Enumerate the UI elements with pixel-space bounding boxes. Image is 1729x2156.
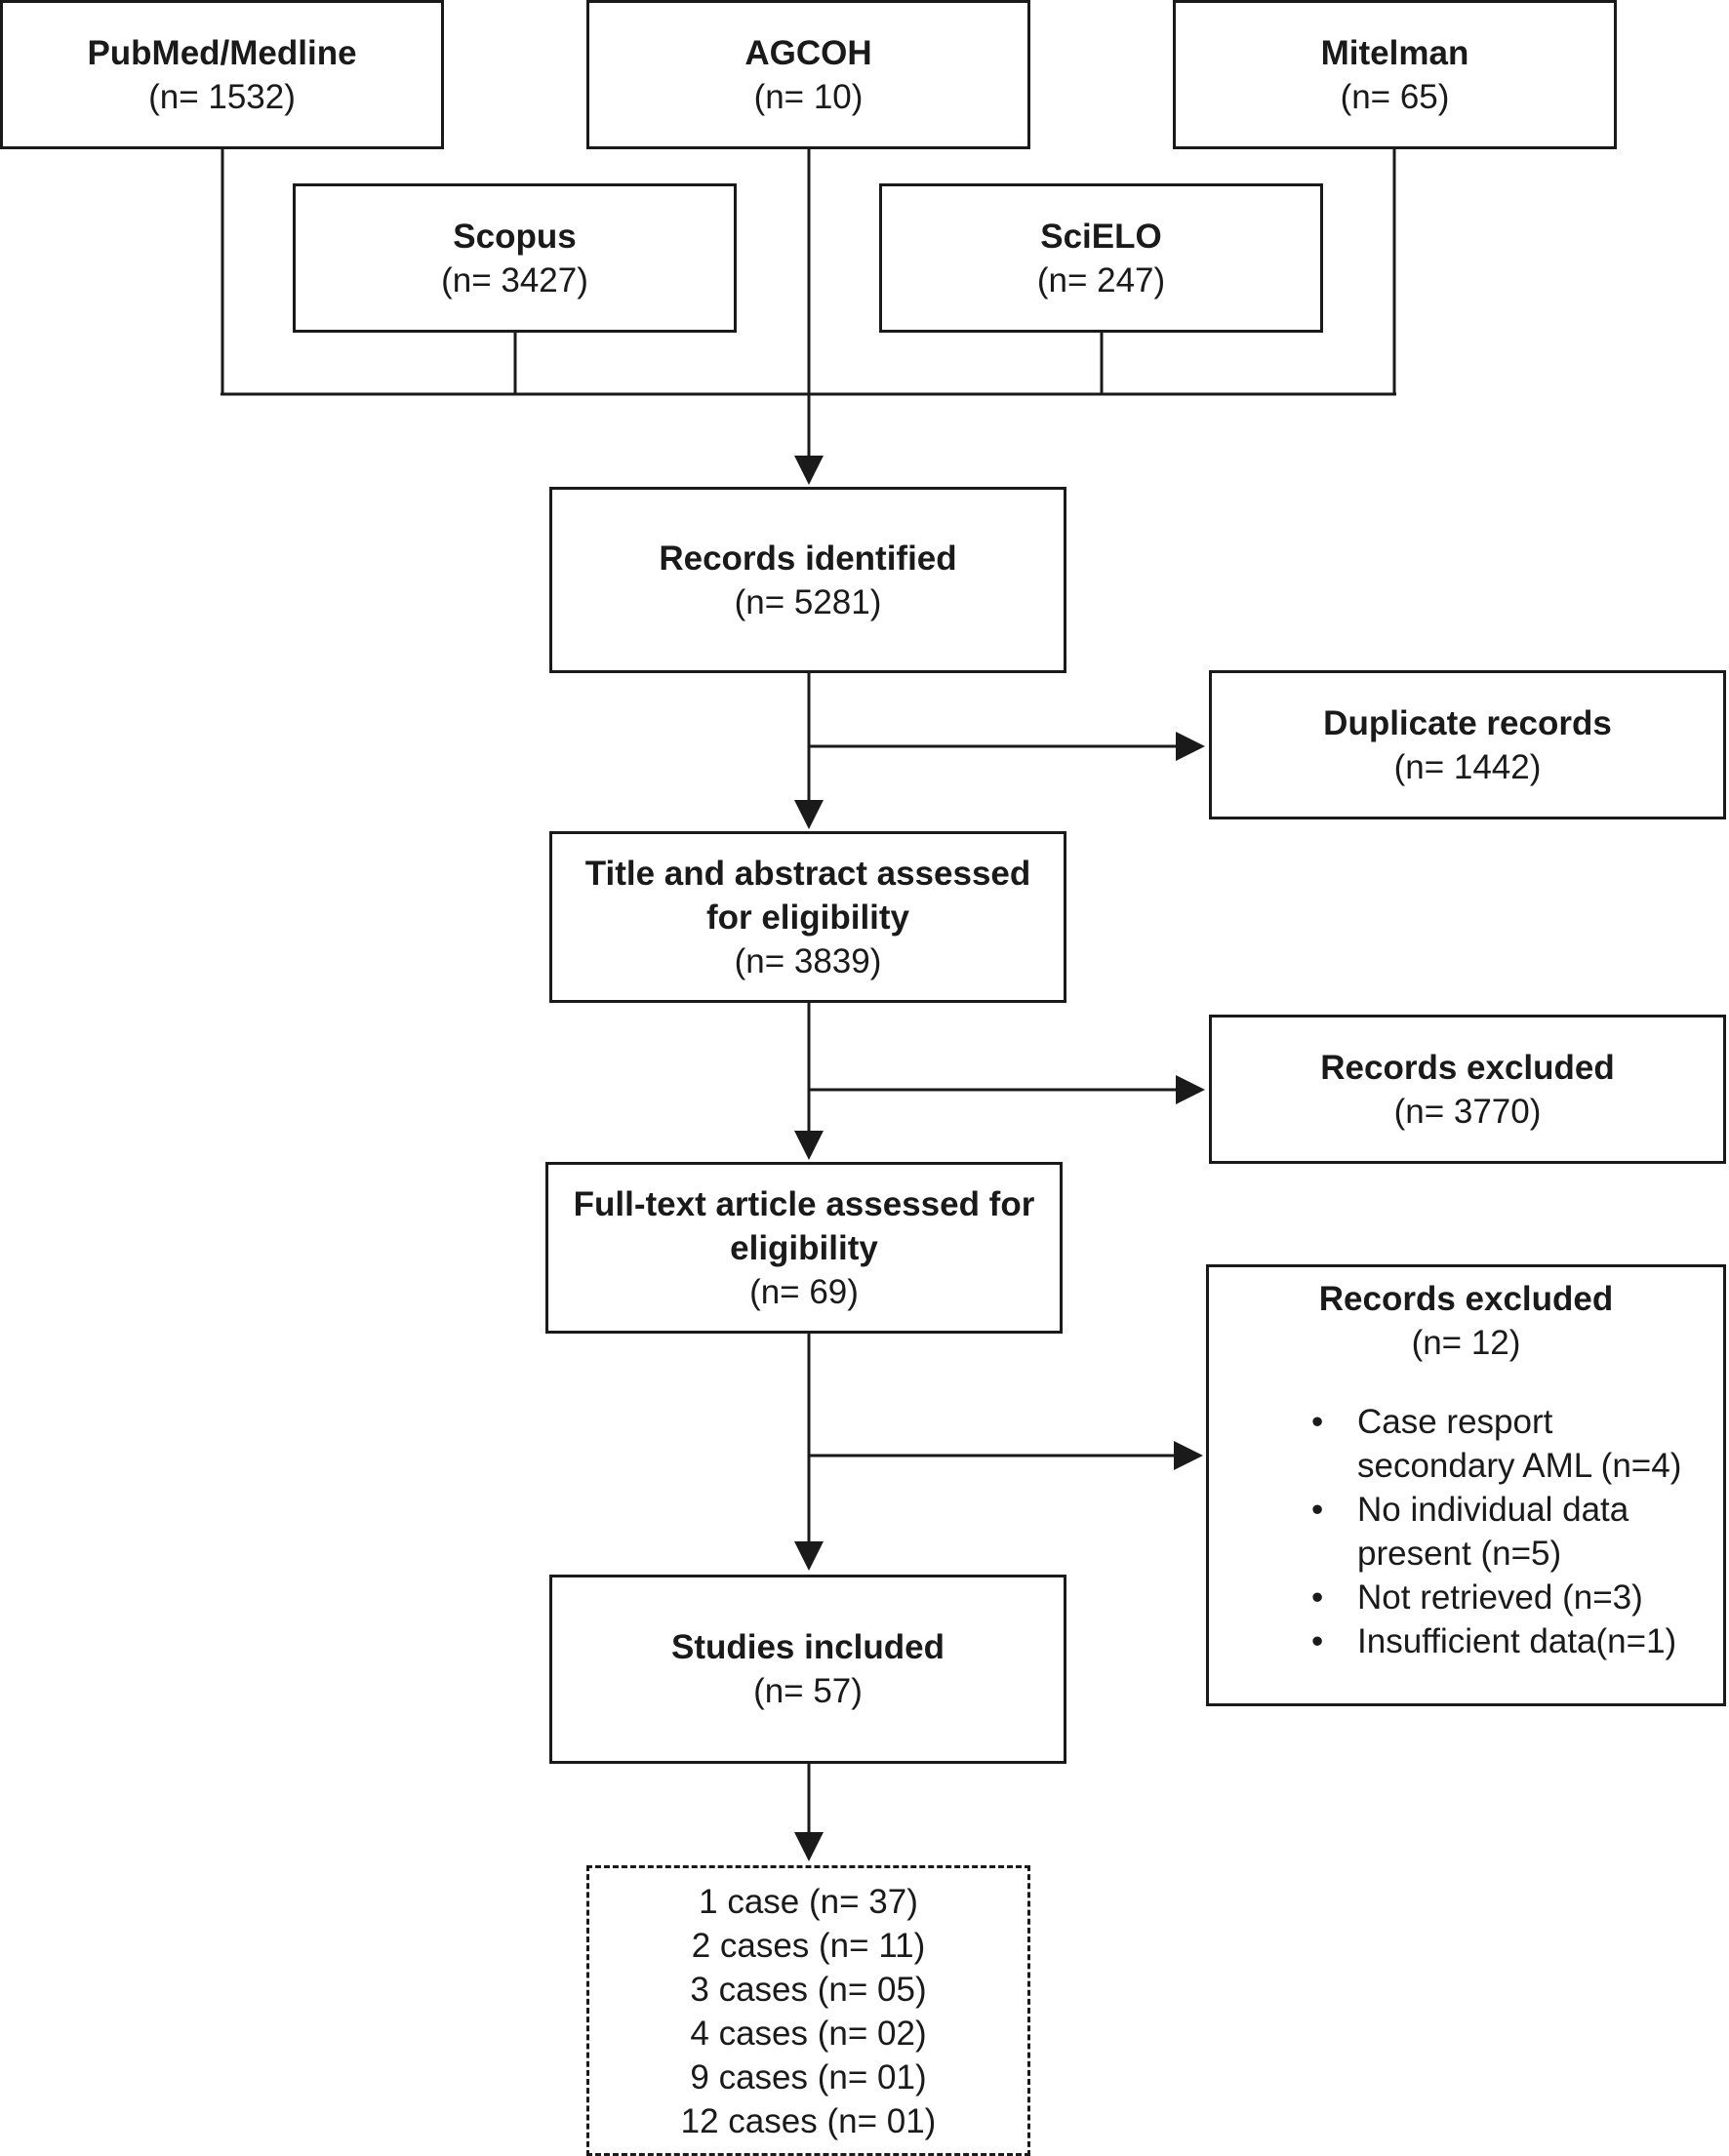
case-breakdown-item: 12 cases (n= 01) — [680, 2102, 937, 2140]
records-excluded-1-title: Records excluded — [1320, 1048, 1615, 1087]
title-abstract-title-line1: Title and abstract assessed — [584, 854, 1031, 893]
duplicate-records-count: (n= 1442) — [1393, 747, 1542, 786]
duplicate-records-box: Duplicate records (n= 1442) — [1209, 670, 1726, 819]
case-breakdown-item: 3 cases (n= 05) — [690, 1971, 927, 2009]
case-breakdown-item: 2 cases (n= 11) — [691, 1927, 926, 1965]
source-scopus-title: Scopus — [453, 217, 577, 256]
studies-included-box: Studies included (n= 57) — [549, 1575, 1066, 1764]
case-breakdown-item: 9 cases (n= 01) — [690, 2058, 927, 2096]
records-excluded-box-1: Records excluded (n= 3770) — [1209, 1015, 1726, 1164]
source-mitelman-title: Mitelman — [1320, 33, 1469, 72]
exclusion-reason: Not retrieved (n=3) — [1209, 1576, 1723, 1619]
full-text-title-line2: eligibility — [730, 1228, 878, 1267]
source-mitelman-count: (n= 65) — [1340, 77, 1450, 116]
exclusion-reason: Case resport secondary AML (n=4) — [1209, 1400, 1723, 1488]
records-excluded-box-2: Records excluded (n= 12) Case resport se… — [1206, 1264, 1726, 1706]
source-scopus: Scopus (n= 3427) — [293, 183, 737, 333]
full-text-title-line1: Full-text article assessed for — [573, 1184, 1035, 1223]
source-scielo-title: SciELO — [1040, 217, 1162, 256]
studies-included-title: Studies included — [670, 1628, 945, 1666]
studies-included-count: (n= 57) — [753, 1672, 863, 1710]
exclusion-reasons-list: Case resport secondary AML (n=4) No indi… — [1209, 1400, 1723, 1663]
title-abstract-count: (n= 3839) — [734, 941, 882, 980]
records-identified-box: Records identified (n= 5281) — [549, 487, 1066, 673]
source-agcoh-title: AGCOH — [744, 33, 872, 72]
source-scielo-count: (n= 247) — [1036, 260, 1166, 299]
duplicate-records-title: Duplicate records — [1323, 703, 1612, 742]
source-mitelman: Mitelman (n= 65) — [1173, 0, 1617, 149]
title-abstract-title-line2: for eligibility — [705, 898, 910, 937]
case-breakdown-item: 4 cases (n= 02) — [690, 2015, 927, 2053]
full-text-box: Full-text article assessed for eligibili… — [545, 1162, 1063, 1334]
records-excluded-1-count: (n= 3770) — [1393, 1092, 1542, 1131]
records-excluded-2-count: (n= 12) — [1411, 1324, 1521, 1362]
source-agcoh: AGCOH (n= 10) — [586, 0, 1030, 149]
source-pubmed-title: PubMed/Medline — [87, 33, 357, 72]
case-breakdown-box: 1 case (n= 37) 2 cases (n= 11) 3 cases (… — [586, 1865, 1030, 2156]
records-identified-count: (n= 5281) — [734, 582, 882, 621]
exclusion-reason: No individual data present (n=5) — [1209, 1488, 1723, 1576]
title-abstract-box: Title and abstract assessed for eligibil… — [549, 831, 1066, 1003]
source-pubmed-count: (n= 1532) — [148, 77, 296, 116]
source-scielo: SciELO (n= 247) — [879, 183, 1323, 333]
source-scopus-count: (n= 3427) — [441, 260, 588, 299]
case-breakdown-item: 1 case (n= 37) — [699, 1883, 918, 1921]
full-text-count: (n= 69) — [749, 1272, 859, 1311]
records-excluded-2-title: Records excluded — [1318, 1280, 1614, 1318]
source-agcoh-count: (n= 10) — [753, 77, 864, 116]
exclusion-reason: Insufficient data(n=1) — [1209, 1619, 1723, 1663]
records-identified-title: Records identified — [659, 539, 957, 578]
source-pubmed: PubMed/Medline (n= 1532) — [0, 0, 444, 149]
